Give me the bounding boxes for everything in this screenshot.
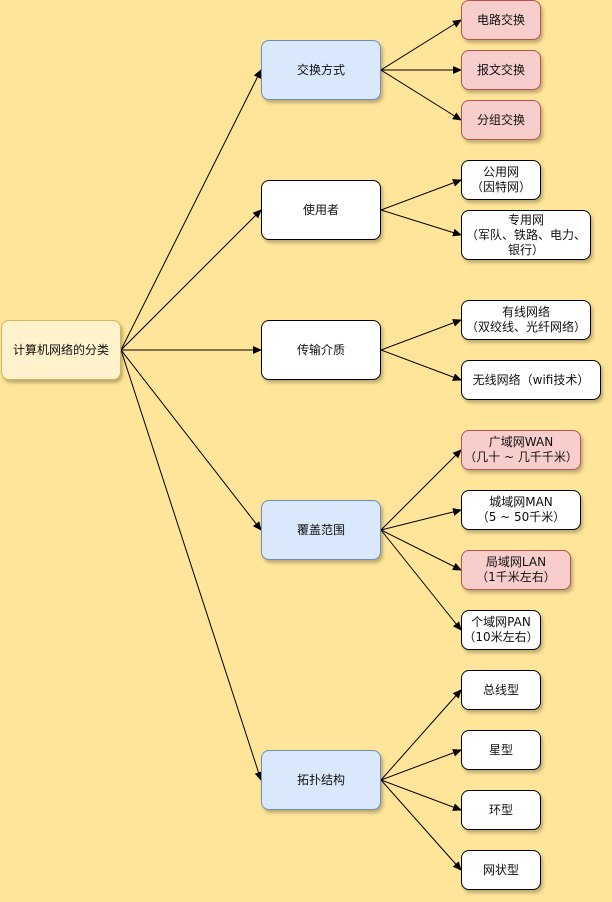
- leaf-label: 报文交换: [476, 62, 525, 77]
- leaf-label: 无线网络（wifi技术）: [472, 372, 590, 387]
- category-label: 交换方式: [296, 62, 345, 77]
- leaf-star[interactable]: 星型: [461, 730, 541, 770]
- leaf-man[interactable]: 城域网MAN （5 ~ 50千米）: [461, 490, 581, 530]
- edge-switching-packet: [380, 69, 462, 121]
- leaf-label: 总线型: [482, 682, 519, 697]
- leaf-label: 电路交换: [476, 12, 525, 27]
- leaf-private-network[interactable]: 专用网 （军队、铁路、电力、 银行）: [461, 210, 591, 260]
- edge-topology-ring: [380, 779, 462, 811]
- leaf-packet-switching[interactable]: 分组交换: [461, 100, 541, 140]
- edge-coverage-man: [380, 508, 462, 531]
- leaf-label: 城域网MAN （5 ~ 50千米）: [476, 495, 566, 524]
- leaf-pan[interactable]: 个域网PAN （10米左右）: [461, 610, 541, 650]
- edge-root-users: [120, 209, 262, 351]
- leaf-label: 分组交换: [476, 112, 525, 127]
- leaf-label: 网状型: [482, 862, 519, 877]
- category-users[interactable]: 使用者: [261, 180, 381, 240]
- edge-medium-wired: [380, 319, 462, 351]
- edge-medium-wireless: [380, 349, 462, 381]
- leaf-label: 专用网 （军队、铁路、电力、 银行）: [465, 212, 586, 257]
- edge-coverage-wan: [380, 449, 462, 531]
- leaf-label: 广域网WAN （几十 ~ 几千千米）: [464, 435, 578, 464]
- category-label: 覆盖范围: [296, 522, 345, 537]
- edge-switching-circuit: [380, 19, 462, 71]
- leaf-label: 有线网络 （双绞线、光纤网络）: [465, 305, 586, 334]
- edge-users-private: [380, 209, 462, 237]
- edge-root-switching: [120, 69, 262, 351]
- edge-topology-bus: [380, 689, 462, 781]
- edge-coverage-pan: [380, 529, 462, 631]
- leaf-label: 星型: [488, 742, 513, 757]
- leaf-wireless-network[interactable]: 无线网络（wifi技术）: [461, 360, 601, 400]
- leaf-bus[interactable]: 总线型: [461, 670, 541, 710]
- leaf-label: 个域网PAN （10米左右）: [463, 615, 539, 644]
- root-label: 计算机网络的分类: [12, 342, 109, 357]
- category-label: 拓扑结构: [296, 772, 345, 787]
- edge-coverage-lan: [380, 529, 462, 571]
- edge-users-public: [380, 179, 462, 211]
- category-switching-method[interactable]: 交换方式: [261, 40, 381, 100]
- edge-root-coverage: [120, 349, 262, 531]
- category-topology[interactable]: 拓扑结构: [261, 750, 381, 810]
- leaf-mesh[interactable]: 网状型: [461, 850, 541, 890]
- leaf-circuit-switching[interactable]: 电路交换: [461, 0, 541, 40]
- leaf-label: 局域网LAN （1千米左右）: [476, 555, 556, 584]
- category-coverage[interactable]: 覆盖范围: [261, 500, 381, 560]
- leaf-ring[interactable]: 环型: [461, 790, 541, 830]
- category-label: 传输介质: [296, 342, 345, 357]
- leaf-lan[interactable]: 局域网LAN （1千米左右）: [461, 550, 571, 590]
- category-transmission-medium[interactable]: 传输介质: [261, 320, 381, 380]
- leaf-message-switching[interactable]: 报文交换: [461, 50, 541, 90]
- leaf-wired-network[interactable]: 有线网络 （双绞线、光纤网络）: [461, 300, 591, 340]
- leaf-label: 公用网 （因特网）: [470, 165, 531, 194]
- edge-root-topology: [120, 349, 263, 781]
- leaf-label: 环型: [488, 802, 513, 817]
- leaf-public-network[interactable]: 公用网 （因特网）: [461, 160, 541, 200]
- leaf-wan[interactable]: 广域网WAN （几十 ~ 几千千米）: [461, 430, 581, 470]
- edge-topology-star: [380, 749, 462, 781]
- edge-topology-mesh: [380, 779, 462, 871]
- root-node[interactable]: 计算机网络的分类: [1, 320, 121, 380]
- category-label: 使用者: [302, 202, 339, 217]
